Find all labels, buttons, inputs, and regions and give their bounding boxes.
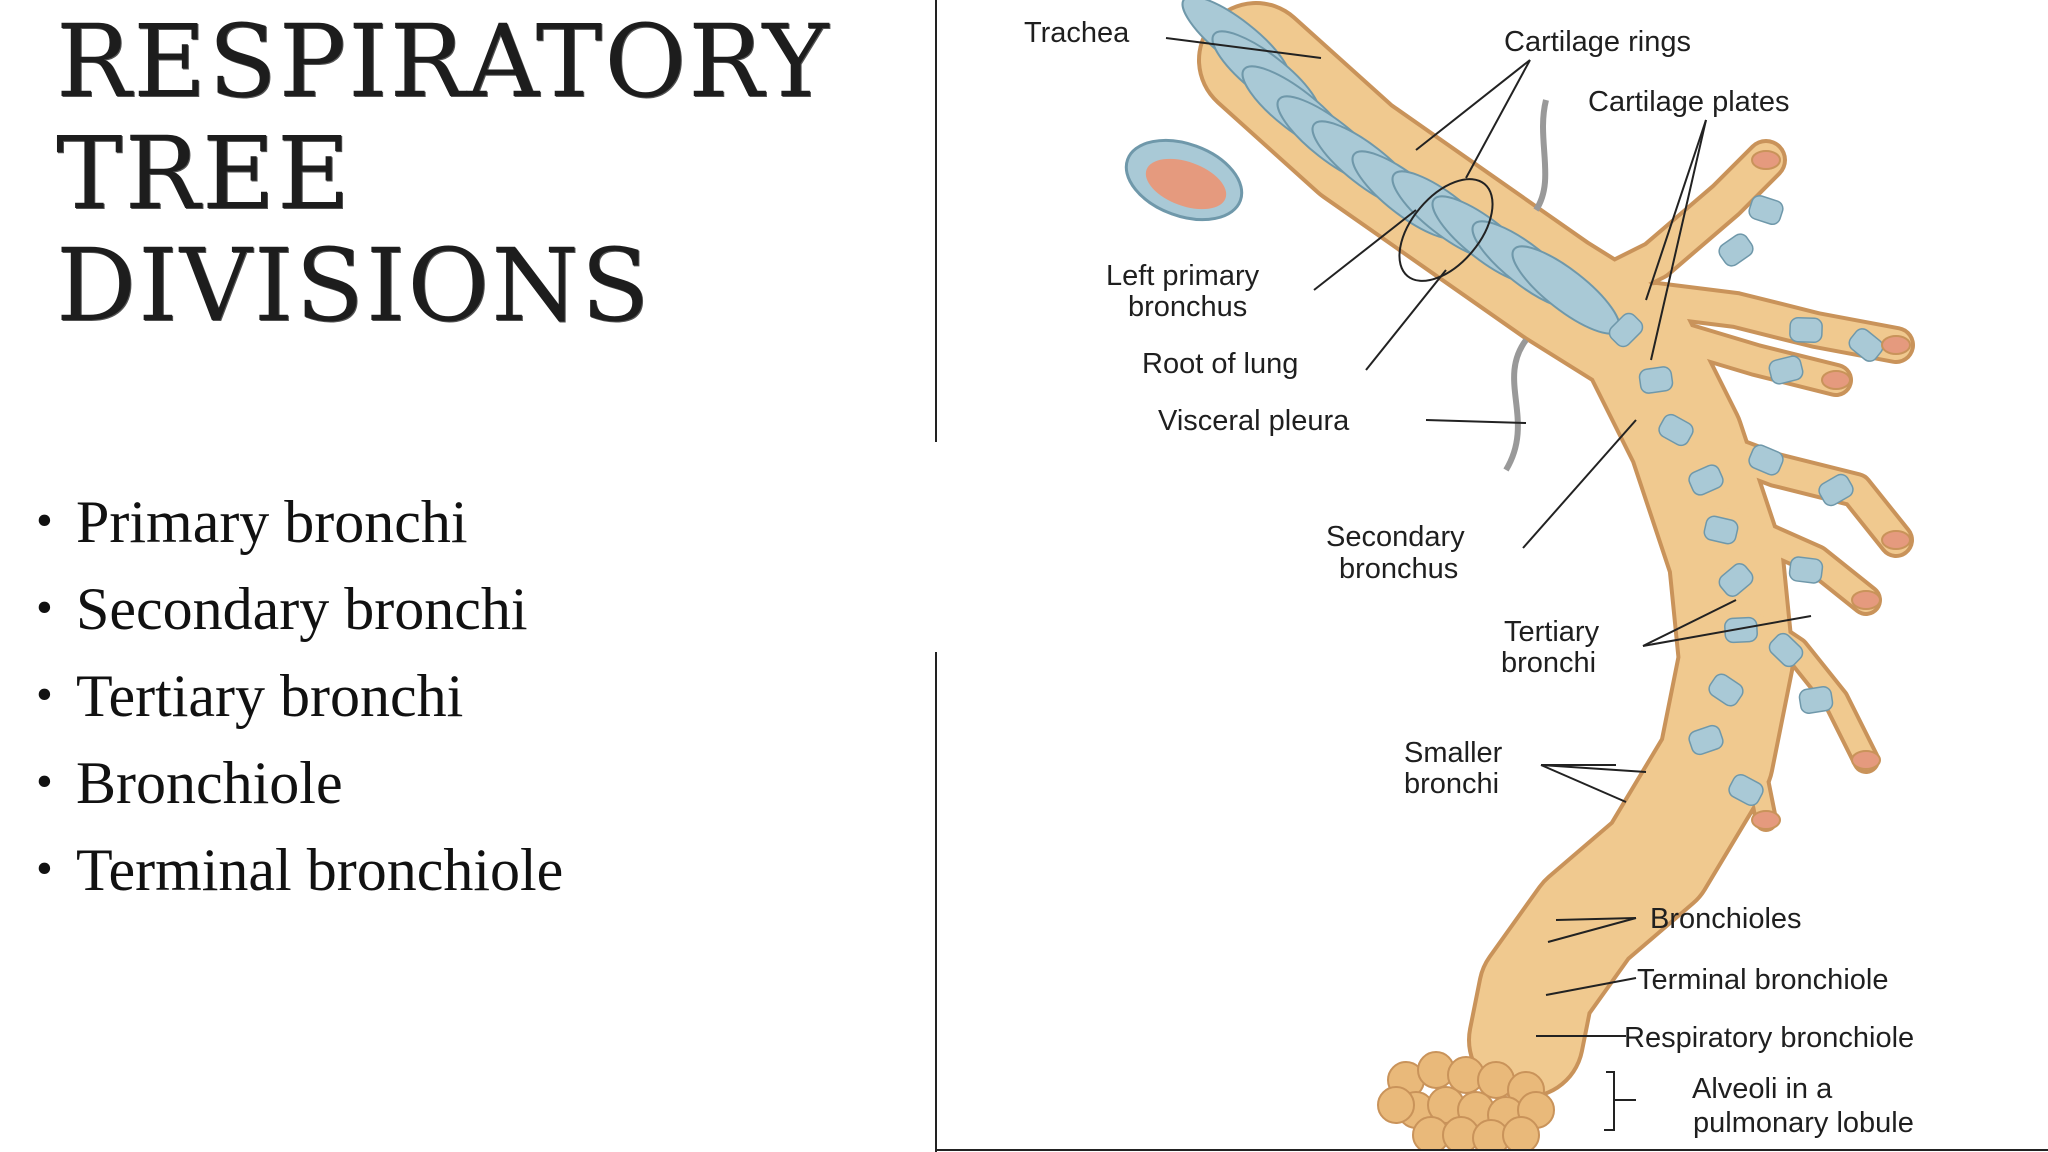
leader-root-of-lung <box>1365 269 1447 371</box>
leader-left-primary <box>1313 209 1417 291</box>
lower-branch <box>1726 600 1876 770</box>
label-cartilage-plates: Cartilage plates <box>1588 86 1790 118</box>
leader-cartilage-rings-b <box>1465 59 1531 179</box>
leader-smaller-b <box>1540 764 1627 803</box>
leader-trachea <box>1165 37 1322 59</box>
cartilage-plate <box>1848 328 1884 362</box>
leader-smaller-c <box>1540 764 1647 773</box>
label-cartilage-rings: Cartilage rings <box>1504 26 1691 58</box>
label-respiratory-bronchiole: Respiratory bronchiole <box>1624 1022 1914 1054</box>
bullet-text: Terminal bronchiole <box>76 837 564 903</box>
label-left-primary-bronchus-2: bronchus <box>1128 291 1247 323</box>
bullet-text: Tertiary bronchi <box>76 663 464 729</box>
bullet-item: •Tertiary bronchi <box>36 663 464 729</box>
label-alveoli-2: pulmonary lobule <box>1693 1107 1914 1139</box>
title-line-3: DIVISIONS <box>56 227 652 344</box>
branch-lumen <box>1851 590 1881 610</box>
title-line-2: TREE <box>56 115 352 232</box>
label-alveoli-1: Alveoli in a <box>1692 1073 1833 1105</box>
branch-lumen <box>1751 810 1781 830</box>
cartilage-plate <box>1768 632 1804 668</box>
cartilage-plate <box>1748 194 1784 226</box>
bullet-text: Bronchiole <box>76 750 343 816</box>
slide-title: RESPIRATORY TREE DIVISIONS <box>56 6 831 342</box>
alveolus <box>1377 1086 1415 1124</box>
leader-visceral-pleura <box>1425 419 1527 424</box>
cartilage-plate <box>1798 686 1834 714</box>
leader-alveoli <box>1604 1071 1636 1131</box>
leader-terminal <box>1545 977 1637 996</box>
branch-lumen <box>1851 750 1881 770</box>
leader-lines <box>1165 37 1812 1131</box>
cartilage-plate <box>1728 773 1764 807</box>
branch-lumen <box>1821 370 1851 390</box>
root-of-lung-outline <box>1398 178 1494 282</box>
upper-lateral-branch-2 <box>1643 317 1849 393</box>
lower-branch-2 <box>1708 712 1774 828</box>
label-left-primary-bronchus-1: Left primary <box>1106 260 1260 292</box>
label-secondary-bronchus-1: Secondary <box>1326 521 1465 553</box>
image-frame-left-lower <box>935 652 937 1152</box>
leader-tertiary-a <box>1642 599 1737 647</box>
label-trachea: Trachea <box>1024 17 1130 49</box>
root-pleura <box>1533 99 1549 212</box>
bullet-text: Secondary bronchi <box>76 576 528 642</box>
label-visceral-pleura: Visceral pleura <box>1158 405 1350 437</box>
leader-cartilage-plates-a <box>1645 119 1707 301</box>
alveolus <box>1502 1116 1540 1149</box>
leader-cartilage-rings-a <box>1415 59 1531 151</box>
bullet-item: •Terminal bronchiole <box>36 837 564 903</box>
diagram-labels: Trachea Cartilage rings Cartilage plates… <box>1024 17 1914 1139</box>
cartilage-plate <box>1788 556 1824 584</box>
cartilage-plate <box>1608 312 1644 348</box>
branch-lumen <box>1881 335 1911 355</box>
visceral-pleura <box>1503 338 1529 472</box>
label-bronchioles: Bronchioles <box>1650 903 1802 935</box>
respiratory-tree-diagram: Trachea Cartilage rings Cartilage plates… <box>1024 0 1915 1149</box>
cartilage-plate <box>1789 316 1823 344</box>
bullet-list: •Primary bronchi •Secondary bronchi •Ter… <box>36 478 563 913</box>
leader-secondary-bronchus <box>1522 419 1637 549</box>
bullet-item: •Primary bronchi <box>36 489 468 555</box>
trachea-lumen <box>1145 158 1227 210</box>
cartilage-plate <box>1748 444 1784 476</box>
airway-illustration <box>1124 0 1915 1149</box>
upper-branch <box>1559 143 1783 317</box>
cartilage-plate <box>1638 366 1674 394</box>
label-smaller-bronchi-1: Smaller <box>1404 737 1503 769</box>
label-smaller-bronchi-2: bronchi <box>1404 768 1499 800</box>
label-terminal-bronchiole: Terminal bronchiole <box>1637 964 1888 996</box>
label-secondary-bronchus-2: bronchus <box>1339 553 1458 585</box>
middle-branch <box>1682 426 1910 554</box>
cartilage-plate <box>1818 473 1854 507</box>
label-tertiary-bronchi-2: bronchi <box>1501 647 1596 679</box>
cartilage-plate <box>1768 355 1804 385</box>
cartilage-plate <box>1708 673 1744 707</box>
branch-lumen <box>1881 530 1911 550</box>
cartilage-plate <box>1688 724 1724 756</box>
image-frame-bottom <box>935 1149 2048 1151</box>
bullet-text: Primary bronchi <box>76 489 468 555</box>
leader-tertiary-b <box>1642 615 1812 647</box>
bullet-item: •Bronchiole <box>36 750 343 816</box>
cartilage-plate <box>1718 563 1754 597</box>
label-root-of-lung: Root of lung <box>1142 348 1298 380</box>
cartilage-plate <box>1718 233 1754 267</box>
label-tertiary-bronchi-1: Tertiary <box>1504 616 1600 648</box>
image-frame-left-upper <box>935 0 937 442</box>
bullet-item: •Secondary bronchi <box>36 576 528 642</box>
branch-lumen <box>1751 150 1781 170</box>
leader-cartilage-plates-b <box>1650 119 1707 361</box>
cartilage-plate <box>1703 515 1739 545</box>
cartilage-plate <box>1688 464 1724 496</box>
leader-bronchioles-b <box>1547 917 1637 943</box>
title-line-1: RESPIRATORY <box>56 3 831 120</box>
cartilage-plate <box>1658 413 1694 447</box>
leader-bronchioles-a <box>1555 917 1637 921</box>
